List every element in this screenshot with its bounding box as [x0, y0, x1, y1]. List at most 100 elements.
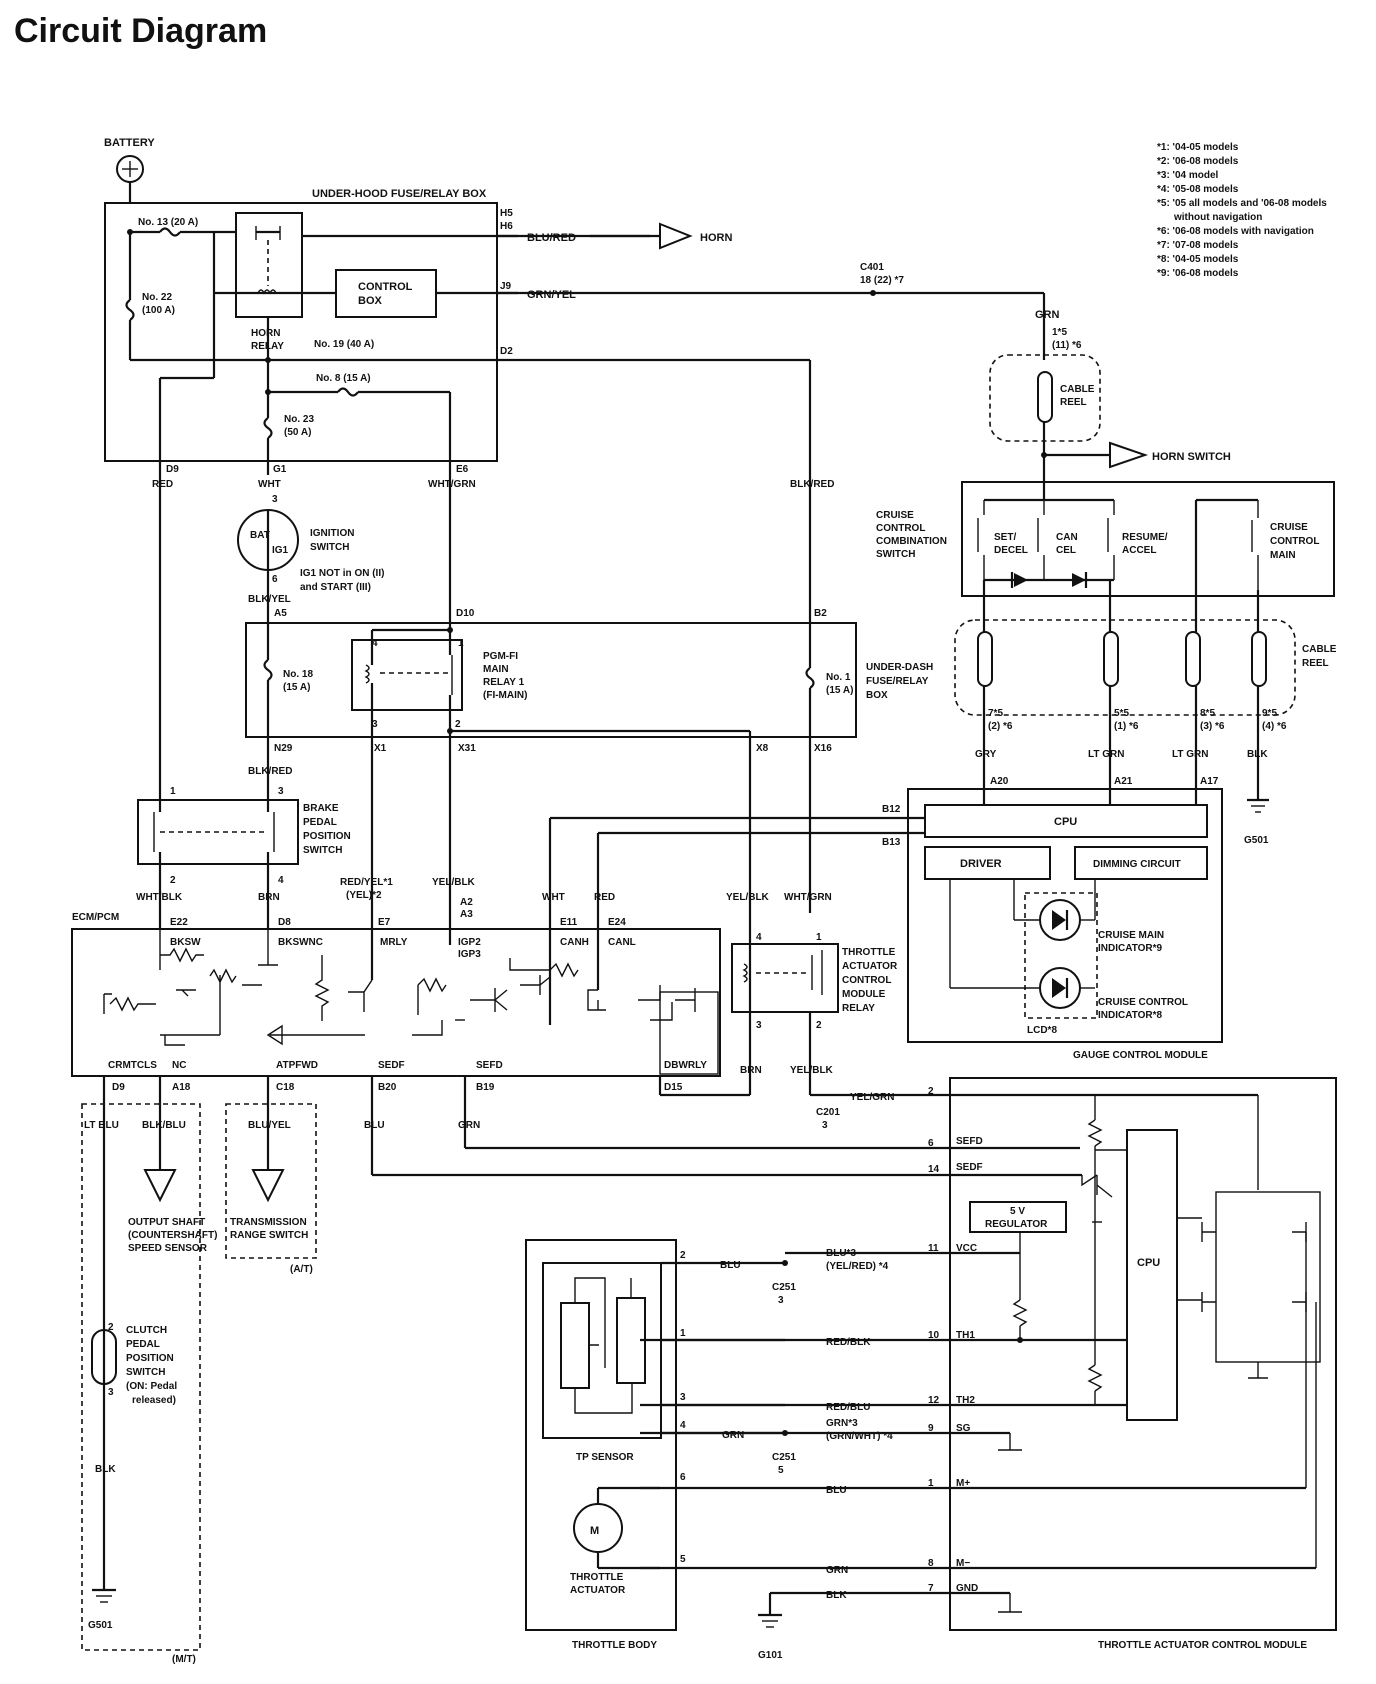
svg-text:J9: J9 — [500, 281, 512, 292]
svg-text:2: 2 — [816, 1020, 822, 1031]
svg-text:2: 2 — [680, 1250, 686, 1261]
svg-text:CRMTCLS: CRMTCLS — [108, 1060, 157, 1071]
svg-text:HORN: HORN — [700, 232, 732, 244]
at-only-outline — [225, 1103, 317, 1259]
svg-text:D15: D15 — [664, 1082, 683, 1093]
svg-text:B2: B2 — [814, 608, 827, 619]
svg-text:RED: RED — [594, 892, 615, 903]
svg-text:BRN: BRN — [740, 1065, 762, 1076]
svg-text:H5: H5 — [500, 208, 513, 219]
svg-text:G501: G501 — [88, 1620, 113, 1631]
tacm-relay-body — [731, 943, 839, 1013]
svg-text:PGM-FI: PGM-FI — [483, 651, 518, 662]
underdash-fuse-box: No. 18 (15 A) D10 B2 4 1 3 2 PGM-FI MAIN… — [245, 600, 933, 1095]
svg-text:GRN: GRN — [826, 1565, 848, 1576]
tp-sensor — [542, 1262, 662, 1439]
throttle-actuator-control-module: 2 6 SEFD 14 SEDF 5 V REGULATOR CPU 11 VC… — [372, 1077, 1337, 1651]
svg-text:BLK: BLK — [826, 1590, 847, 1601]
svg-text:A20: A20 — [990, 776, 1009, 787]
svg-text:RANGE SWITCH: RANGE SWITCH — [230, 1230, 308, 1241]
svg-text:INDICATOR*8: INDICATOR*8 — [1098, 1010, 1163, 1021]
svg-text:RED/YEL*1: RED/YEL*1 — [340, 877, 393, 888]
svg-text:3: 3 — [278, 786, 284, 797]
svg-text:H6: H6 — [500, 221, 513, 232]
svg-text:IG1: IG1 — [272, 545, 289, 556]
svg-text:1: 1 — [458, 638, 464, 649]
svg-text:IG1 NOT in ON (II): IG1 NOT in ON (II) — [300, 568, 384, 579]
gauge-control-module: A20 A21 A17 CPU DRIVER DIMMING CIRCUIT C… — [907, 776, 1223, 1061]
svg-text:YEL/BLK: YEL/BLK — [432, 877, 476, 888]
svg-text:6: 6 — [272, 574, 278, 585]
svg-text:MAIN: MAIN — [1270, 550, 1296, 561]
svg-text:1*5: 1*5 — [1052, 327, 1067, 338]
svg-text:YEL/GRN: YEL/GRN — [850, 1092, 894, 1103]
svg-text:CPU: CPU — [1137, 1257, 1160, 1269]
svg-text:BLU: BLU — [826, 1485, 847, 1496]
svg-text:CLUTCH: CLUTCH — [126, 1325, 167, 1336]
svg-text:CPU: CPU — [1054, 816, 1077, 828]
svg-text:CANH: CANH — [560, 937, 589, 948]
svg-text:BLU: BLU — [364, 1120, 385, 1131]
tacm-body — [949, 1077, 1337, 1631]
svg-text:(15 A): (15 A) — [283, 682, 310, 693]
svg-text:E7: E7 — [378, 917, 391, 928]
svg-text:REEL: REEL — [1060, 397, 1087, 408]
svg-text:SWITCH: SWITCH — [126, 1367, 165, 1378]
svg-text:BLK/YEL: BLK/YEL — [248, 594, 291, 605]
svg-text:IGP3: IGP3 — [458, 949, 481, 960]
svg-text:(COUNTERSHAFT): (COUNTERSHAFT) — [128, 1230, 217, 1241]
svg-text:UNDER-HOOD FUSE/RELAY BOX: UNDER-HOOD FUSE/RELAY BOX — [312, 188, 487, 200]
svg-text:DBWRLY: DBWRLY — [664, 1060, 707, 1071]
cruise-switch-body — [961, 481, 1335, 597]
svg-text:ACTUATOR: ACTUATOR — [570, 1585, 626, 1596]
dimming-circuit — [1074, 846, 1208, 880]
svg-text:DRIVER: DRIVER — [960, 858, 1002, 870]
model-notes: *1: '04-05 models *2: '06-08 models *3: … — [1157, 142, 1327, 279]
svg-text:OUTPUT SHAFT: OUTPUT SHAFT — [128, 1217, 205, 1228]
svg-text:No. 1: No. 1 — [826, 672, 851, 683]
svg-text:9: 9 — [928, 1423, 934, 1434]
svg-text:B20: B20 — [378, 1082, 397, 1093]
svg-text:WHT: WHT — [542, 892, 565, 903]
svg-text:D10: D10 — [456, 608, 475, 619]
svg-text:SWITCH: SWITCH — [303, 845, 342, 856]
svg-text:INDICATOR*9: INDICATOR*9 — [1098, 943, 1163, 954]
svg-text:THROTTLE: THROTTLE — [570, 1572, 624, 1583]
svg-text:(15 A): (15 A) — [826, 685, 853, 696]
svg-text:E24: E24 — [608, 917, 626, 928]
page-title: Circuit Diagram — [14, 12, 267, 50]
svg-text:(FI-MAIN): (FI-MAIN) — [483, 690, 527, 701]
svg-text:ECM/PCM: ECM/PCM — [72, 912, 119, 923]
svg-text:B12: B12 — [882, 804, 901, 815]
svg-text:D2: D2 — [500, 346, 513, 357]
svg-text:DIMMING CIRCUIT: DIMMING CIRCUIT — [1093, 859, 1181, 870]
mt-only-outline — [81, 1103, 201, 1651]
svg-text:LT GRN: LT GRN — [1088, 749, 1124, 760]
svg-text:(YEL/RED) *4: (YEL/RED) *4 — [826, 1261, 889, 1272]
svg-text:*6: '06-08 models with navigat: *6: '06-08 models with navigation — [1157, 226, 1314, 237]
svg-text:12: 12 — [928, 1395, 940, 1406]
h-bridge — [1215, 1191, 1321, 1363]
svg-text:POSITION: POSITION — [126, 1353, 174, 1364]
svg-text:1: 1 — [816, 932, 822, 943]
svg-text:X8: X8 — [756, 743, 769, 754]
svg-text:X31: X31 — [458, 743, 476, 754]
svg-text:G501: G501 — [1244, 835, 1269, 846]
svg-text:THROTTLE: THROTTLE — [842, 947, 896, 958]
horn-relay — [235, 212, 303, 318]
svg-text:SEDF: SEDF — [378, 1060, 405, 1071]
svg-text:CONTROL: CONTROL — [1270, 536, 1319, 547]
svg-text:4: 4 — [680, 1420, 686, 1431]
svg-text:SET/: SET/ — [994, 532, 1016, 543]
tacm-relay: YEL/BLK WHT/GRN 4 1 3 2 THROTTLE ACTUATO… — [726, 892, 920, 1131]
svg-text:YEL/BLK: YEL/BLK — [790, 1065, 834, 1076]
svg-text:X16: X16 — [814, 743, 832, 754]
svg-text:10: 10 — [928, 1330, 940, 1341]
oss-arrow — [143, 1169, 177, 1203]
svg-text:GRN: GRN — [458, 1120, 480, 1131]
svg-text:GRN/YEL: GRN/YEL — [527, 289, 576, 301]
svg-text:RED/BLK: RED/BLK — [826, 1337, 871, 1348]
svg-text:3: 3 — [272, 494, 278, 505]
svg-text:SG: SG — [956, 1423, 971, 1434]
svg-text:SWITCH: SWITCH — [310, 542, 349, 553]
